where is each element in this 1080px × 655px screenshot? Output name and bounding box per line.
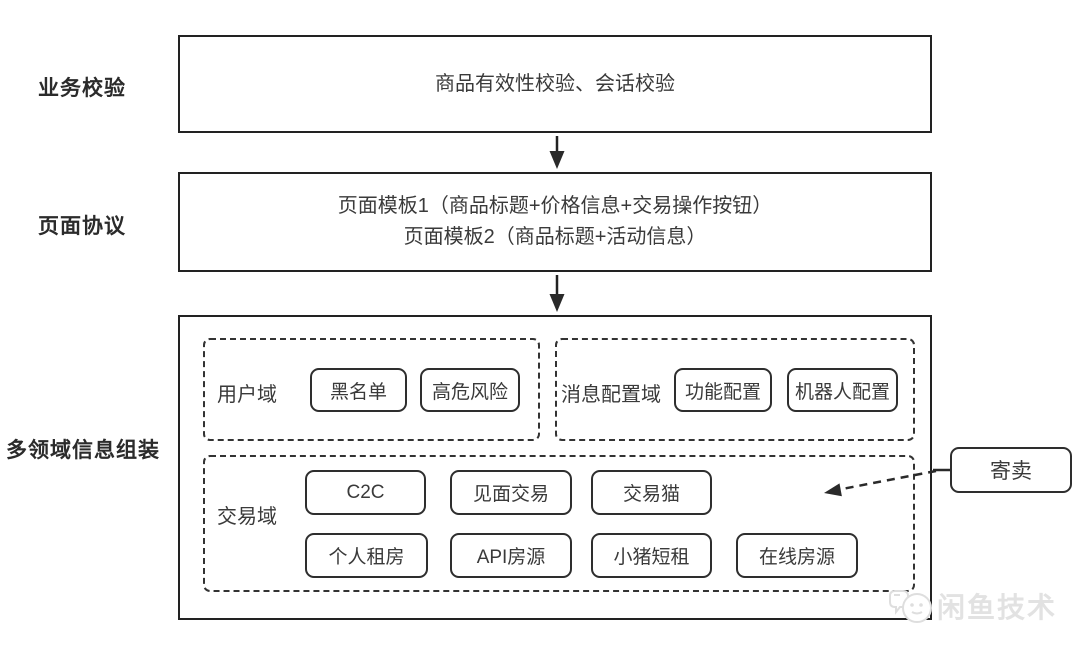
message-config-domain-label: 消息配置域 [561,384,661,406]
consign-box: 寄卖 [950,447,1072,493]
chip-blacklist: 黑名单 [310,368,407,412]
chip-trade-cat: 交易猫 [591,470,712,515]
flow-arrow-down-1 [549,136,565,169]
trade-domain-label: 交易域 [217,506,277,528]
chip-xiaozhu-rental: 小猪短租 [591,533,712,578]
user-domain-box [203,338,540,441]
chip-personal-rental: 个人租房 [305,533,428,578]
xianyu-fish-logo-icon [889,590,932,623]
chip-meetup-trade: 见面交易 [450,470,572,515]
business-check-box: 商品有效性校验、会话校验 [178,35,932,133]
page-protocol-box: 页面模板1（商品标题+价格信息+交易操作按钮） 页面模板2（商品标题+活动信息） [178,172,932,272]
page-template-2-text: 页面模板2（商品标题+活动信息） [403,226,707,248]
section-label-business-check: 业务校验 [38,77,126,100]
message-config-domain-box [555,338,915,441]
chip-feature-config: 功能配置 [674,368,772,412]
business-check-text: 商品有效性校验、会话校验 [435,72,675,95]
trade-domain-box [203,455,915,592]
section-label-page-protocol: 页面协议 [38,215,126,238]
chip-high-risk: 高危风险 [420,368,520,412]
chip-c2c: C2C [305,470,426,515]
chip-online-housing: 在线房源 [736,533,858,578]
chip-robot-config: 机器人配置 [787,368,898,412]
section-label-assembly: 多领域信息组装 [6,439,160,462]
watermark-text: 闲鱼技术 [937,592,1058,623]
page-template-1-text: 页面模板1（商品标题+价格信息+交易操作按钮） [337,195,773,217]
watermark: 闲鱼技术 [886,582,1057,630]
chip-api-housing: API房源 [450,533,572,578]
flow-arrow-down-2 [549,275,565,312]
user-domain-label: 用户域 [217,384,277,406]
